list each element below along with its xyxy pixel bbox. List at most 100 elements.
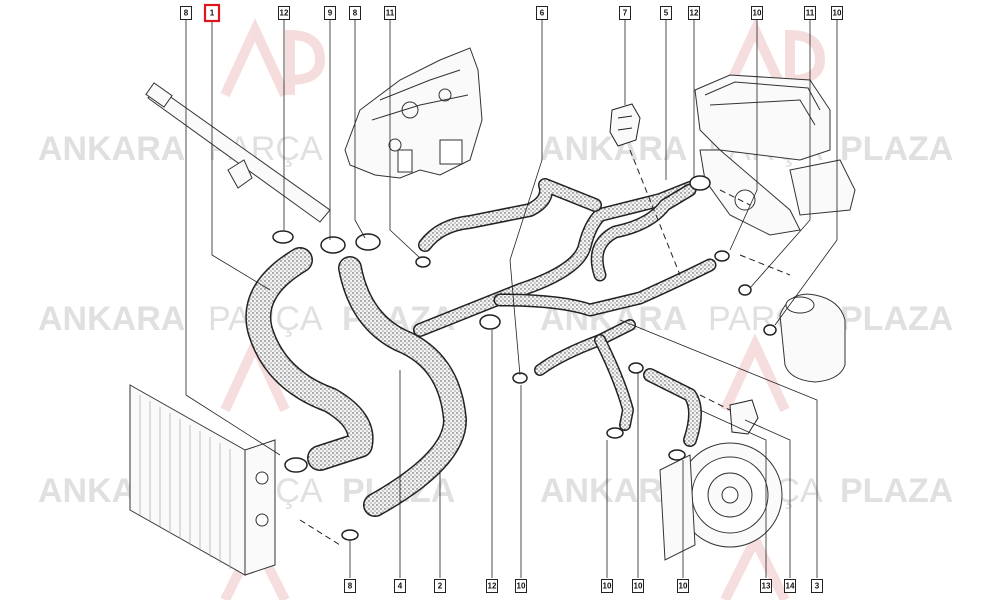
callouts-top: 8 1 12 9 8 11 6 7 5 12 10 11 10 — [180, 3, 843, 23]
callout-3: 3 — [811, 579, 823, 593]
intake-manifold — [694, 74, 856, 236]
watermark-word-1c: ANKARA — [38, 300, 185, 338]
callout-box — [344, 579, 356, 593]
callout-number: 3 — [815, 582, 820, 591]
hose-clamps — [272, 175, 777, 541]
callout-12: 12 — [278, 6, 290, 20]
clamp — [355, 233, 381, 251]
hose-lower-c — [643, 368, 702, 447]
hose-1 — [245, 247, 374, 471]
callout-11: 11 — [384, 6, 396, 20]
hose-4 — [338, 256, 467, 517]
hose-lower-b — [594, 334, 634, 431]
hose-3 — [493, 258, 717, 317]
callout-box — [784, 579, 796, 593]
callout-box — [486, 579, 498, 593]
clamp — [272, 230, 294, 244]
watermark-logo-a6 — [720, 528, 790, 600]
callout-box — [811, 579, 823, 593]
callout-9: 9 — [324, 6, 336, 20]
callout-box — [677, 579, 689, 593]
sensor-connector — [729, 399, 759, 435]
callout-number: 12 — [488, 582, 497, 591]
callout-12: 12 — [688, 6, 700, 20]
clamp — [415, 256, 431, 268]
watermark-logo-a4 — [720, 333, 790, 413]
callout-box — [660, 6, 672, 20]
callout-number: 7 — [623, 9, 628, 18]
callout-14: 14 — [784, 579, 796, 593]
callout-box — [601, 579, 613, 593]
clamp — [668, 449, 686, 461]
callout-8: 8 — [344, 579, 356, 593]
callout-6: 6 — [536, 6, 548, 20]
callout-box — [688, 6, 700, 20]
callout-number: 14 — [786, 582, 795, 591]
callout-number: 13 — [762, 582, 771, 591]
callout-number: 11 — [386, 9, 395, 18]
callout-box — [349, 6, 361, 20]
callout-number: 12 — [690, 9, 699, 18]
callout-number: 10 — [833, 9, 842, 18]
callout-12: 12 — [486, 579, 498, 593]
callout-number: 8 — [348, 582, 353, 591]
callout-number: 9 — [328, 9, 333, 18]
callout-box — [804, 6, 816, 20]
watermark-word-3d: PLAZA — [840, 300, 953, 338]
dashed-guides — [299, 149, 791, 546]
leader-lines — [185, 20, 838, 578]
callout-10: 10 — [632, 579, 644, 593]
watermark-logo-a1 — [220, 18, 290, 98]
callout-number: 1 — [210, 9, 215, 18]
callout-8: 8 — [180, 6, 192, 20]
clamp — [628, 362, 644, 374]
callout-box — [751, 6, 763, 20]
callout-13: 13 — [760, 579, 772, 593]
callout-1: 1 — [203, 3, 221, 23]
callout-box — [831, 6, 843, 20]
callout-box — [394, 579, 406, 593]
callout-box — [515, 579, 527, 593]
callout-box — [278, 6, 290, 20]
callout-number: 8 — [353, 9, 358, 18]
callout-10: 10 — [751, 6, 763, 20]
hose-5 — [590, 183, 697, 282]
water-pump — [659, 442, 783, 561]
clamp — [606, 427, 624, 439]
watermark-logo-a2 — [720, 18, 790, 98]
callout-box — [203, 3, 221, 23]
callout-10: 10 — [515, 579, 527, 593]
clamp — [341, 529, 359, 541]
callout-box — [619, 6, 631, 20]
callout-box — [632, 579, 644, 593]
clamp — [284, 457, 308, 473]
callout-10: 10 — [601, 579, 613, 593]
callout-box — [180, 6, 192, 20]
callout-box — [536, 6, 548, 20]
clamp — [763, 324, 777, 336]
clamp — [714, 250, 730, 262]
callout-10: 10 — [831, 6, 843, 20]
watermark-logo-p2 — [785, 29, 826, 95]
callout-box — [760, 579, 772, 593]
hose-6 — [418, 178, 602, 252]
callout-number: 11 — [806, 9, 815, 18]
radiator — [129, 384, 276, 576]
callout-number: 6 — [540, 9, 545, 18]
callout-7: 7 — [619, 6, 631, 20]
clamp — [479, 314, 501, 330]
clamp — [320, 236, 346, 254]
callout-5: 5 — [660, 6, 672, 20]
callout-number: 2 — [438, 582, 443, 591]
callout-number: 10 — [517, 582, 526, 591]
callout-2: 2 — [434, 579, 446, 593]
clamp — [738, 284, 752, 296]
clamp — [689, 175, 711, 191]
callout-number: 10 — [603, 582, 612, 591]
callout-number: 10 — [634, 582, 643, 591]
expansion-tank — [779, 293, 846, 383]
watermark-word-3b: PLAZA — [840, 130, 953, 168]
callout-box — [434, 579, 446, 593]
